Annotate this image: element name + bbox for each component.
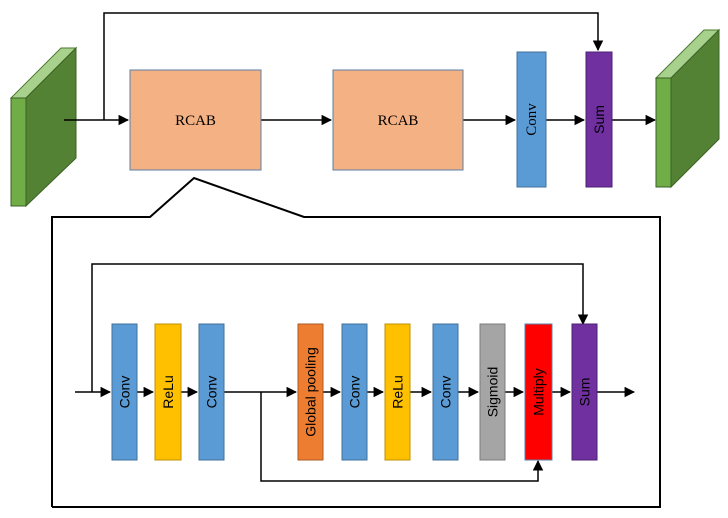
rcab-detail-callout: [51, 176, 661, 508]
rcab-block-2: RCAB: [332, 69, 464, 171]
multiply-label: Multiply: [531, 368, 547, 415]
relu-1-label: ReLu: [160, 375, 176, 408]
conv-block-1: Conv: [111, 323, 138, 461]
global-pooling-block: Global pooling: [297, 323, 324, 461]
conv-1-label: Conv: [117, 376, 133, 409]
top-sum-block: Sum: [585, 51, 613, 188]
rcab-skip-connection: [91, 263, 589, 392]
sum-label: Sum: [577, 378, 593, 407]
sigmoid-block: Sigmoid: [479, 323, 506, 461]
sigmoid-label: Sigmoid: [485, 367, 501, 418]
top-conv-block: Conv: [516, 51, 547, 188]
conv-block-3: Conv: [341, 323, 368, 461]
relu-2-label: ReLu: [390, 375, 406, 408]
output-feature-map: [654, 28, 721, 189]
rcab-2-label: RCAB: [378, 113, 419, 129]
conv-block-4: Conv: [432, 323, 459, 461]
rcab-1-label: RCAB: [175, 113, 216, 129]
relu-block-1: ReLu: [154, 323, 182, 461]
sum-block: Sum: [571, 323, 598, 461]
multiply-block: Multiply: [524, 323, 553, 461]
top-conv-label: Conv: [524, 103, 540, 136]
input-feature-map: [9, 46, 78, 208]
relu-block-2: ReLu: [384, 323, 411, 461]
rcab-block-1: RCAB: [129, 69, 262, 171]
conv-3-label: Conv: [347, 376, 363, 409]
conv-4-label: Conv: [438, 376, 454, 409]
conv-2-label: Conv: [204, 376, 220, 409]
global-skip-connection: [103, 12, 604, 120]
top-sum-label: Sum: [591, 105, 607, 134]
attention-bypass-connection: [260, 392, 544, 482]
global-pooling-label: Global pooling: [303, 347, 319, 437]
conv-block-2: Conv: [198, 323, 225, 461]
